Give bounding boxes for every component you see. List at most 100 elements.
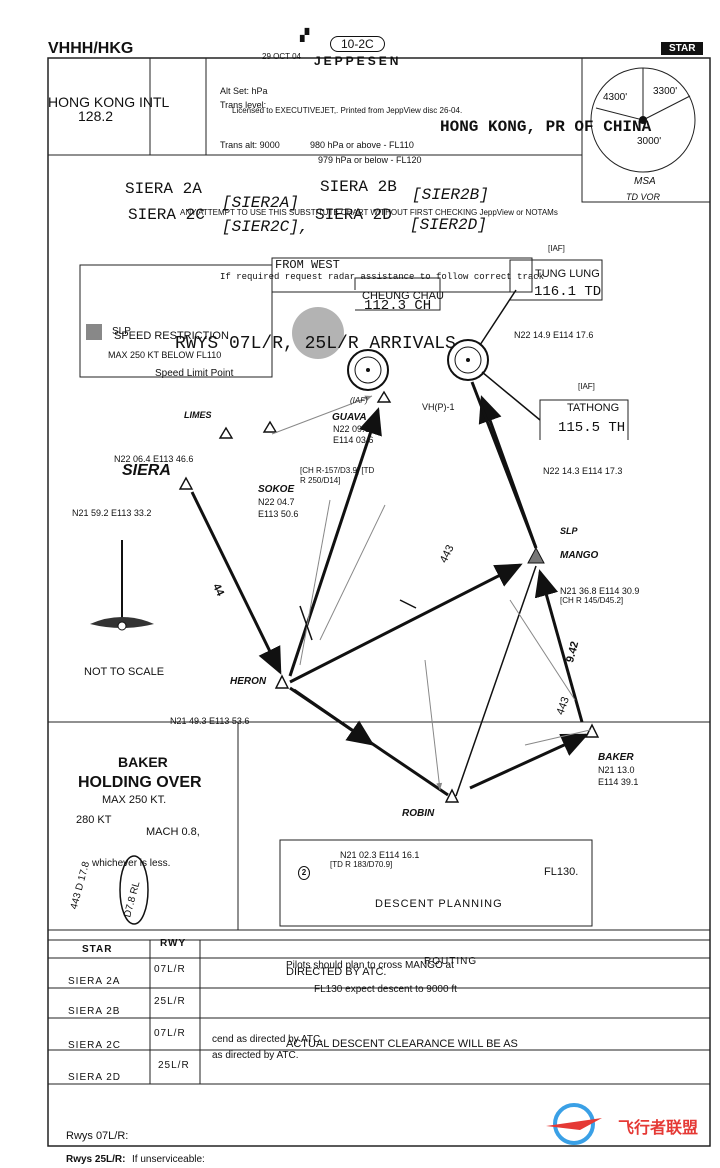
- msa-box: [581, 57, 711, 203]
- holding-kt: 280 KT: [76, 814, 112, 826]
- msa-sector-bottom: 3000': [637, 136, 662, 147]
- tathong-coord: N22 14.3 E114 17.3: [543, 466, 623, 476]
- table-row-rwy-1: 07L/R: [154, 964, 186, 975]
- holding-max: MAX 250 KT.: [102, 794, 167, 806]
- table-row-star-1: SIERA 2A: [68, 976, 121, 987]
- guava-label: GUAVA: [332, 412, 367, 423]
- col-routing: ROUTING: [424, 956, 478, 967]
- descent-note-number: 2: [298, 866, 310, 880]
- siera-coord: N22 06.4 E113 46.6: [114, 454, 194, 464]
- license-note: Licensed to EXECUTIVEJET,. Printed from …: [232, 106, 463, 115]
- watermark-logo-icon: [540, 1100, 610, 1146]
- procedure-code-1: [SIER2A]: [222, 194, 299, 212]
- col-rwy: RWY: [160, 938, 187, 949]
- north-arrow: [90, 540, 154, 631]
- descent-title: DESCENT PLANNING: [375, 898, 503, 910]
- procedure-code-2: [SIER2B]: [412, 186, 489, 204]
- speed-limit-point: Speed Limit Point: [155, 368, 234, 379]
- robin-ref: [TD R 183/D70.9]: [330, 860, 393, 869]
- holding-less: whichever is less.: [92, 858, 171, 869]
- descent-fl: FL130.: [544, 866, 579, 878]
- holding-title-2: HOLDING OVER: [78, 774, 202, 791]
- mango-label: MANGO: [560, 550, 599, 561]
- tung-lung-coord: N22 14.9 E114 17.6: [514, 330, 594, 340]
- msa-sector-top: 4300': [603, 92, 628, 103]
- chart-number: 10-2C: [330, 36, 385, 52]
- mango-slp: SLP: [560, 526, 578, 536]
- arrivals-title: RWYS 07L/R, 25L/R ARRIVALS: [175, 334, 456, 354]
- routing-text-2: Pilots should plan to cross MANGO at: [286, 960, 454, 971]
- tung-lung-vor: [447, 339, 489, 381]
- sokoe-label: SOKOE: [258, 484, 295, 495]
- tung-lung-label: TUNG LUNG: [535, 268, 600, 280]
- cheung-chau-label: CHEUNG CHAU: [362, 290, 444, 302]
- table-row-star-4: SIERA 2D: [68, 1072, 122, 1083]
- guava-coord: N22 09.6 E114 03.6: [333, 424, 374, 445]
- not-to-scale: NOT TO SCALE: [84, 666, 165, 678]
- holding-mach: MACH 0.8,: [146, 826, 200, 838]
- radar-request: If required request radar assistance to …: [220, 272, 545, 282]
- table-row-rwy-3: 07L/R: [154, 1028, 186, 1039]
- procedure-code-3: [SIER2C],: [222, 218, 309, 236]
- tathong-label: TATHONG: [567, 402, 620, 414]
- siera-label: SIERA: [122, 462, 171, 479]
- from-west: FROM WEST: [275, 258, 340, 272]
- cursor-highlight: [292, 307, 344, 359]
- table-row-rwy-2: 25L/R: [154, 996, 186, 1007]
- routing-text-1: DIRECTED BY ATC.: [286, 966, 387, 978]
- city-name: HONG KONG, PR OF CHINA: [440, 118, 652, 136]
- baker-coord: N21 13.0 E114 39.1: [598, 765, 639, 787]
- holding-title-1: BAKER: [118, 754, 168, 770]
- guava-iaf: (IAF): [350, 396, 368, 405]
- speed-restriction-title: SPEED RESTRICTION: [114, 330, 229, 342]
- footer-rwys-07: Rwys 07L/R:: [66, 1130, 129, 1142]
- airport-code: VHHH/HKG: [48, 40, 134, 57]
- frame: [47, 57, 711, 1147]
- footer-rwys-25: Rwys 25L/R:: [66, 1154, 126, 1165]
- procedure-name-1: SIERA 2A: [125, 180, 202, 198]
- heron-label: HERON: [230, 676, 267, 687]
- chart-date: 29 OCT 04: [262, 52, 301, 61]
- table-row-star-3: SIERA 2C: [68, 1040, 122, 1051]
- msa-sector-right: 3300': [653, 86, 678, 97]
- procedure-name-2: SIERA 2B: [320, 178, 397, 196]
- robin-coord: N21 02.3 E114 16.1: [340, 850, 420, 860]
- routing-text-6: as directed by ATC.: [212, 1050, 299, 1061]
- procedure-code-4: [SIER2D]: [410, 216, 487, 234]
- sokoe-coord: N22 04.7 E113 50.6: [258, 497, 299, 519]
- substitute-warning: ANY ATTEMPT TO USE THIS SUBSTITUTE CHART…: [180, 208, 558, 217]
- routing-text-5: cend as directed by ATC.: [212, 1034, 323, 1045]
- slp-sign: SLP: [112, 326, 131, 337]
- col-star: STAR: [82, 944, 113, 955]
- facility-name: HONG KONG INTL: [48, 94, 170, 110]
- jeppesen-logo-icon: ▞: [300, 28, 310, 42]
- routing-text-3: FL130 expect descent to 9000 ft: [314, 984, 457, 995]
- trans-alt: Trans alt: 9000: [220, 140, 280, 150]
- descent-box: [279, 839, 593, 927]
- watermark-text: 飞行者联盟: [618, 1120, 699, 1137]
- table-row-star-2: SIERA 2B: [68, 1006, 121, 1017]
- procedure-name-3: SIERA 2C: [128, 206, 205, 224]
- msa-reference: TD VOR: [626, 192, 661, 202]
- robin-label: ROBIN: [402, 808, 435, 819]
- limes-label: LIMES: [184, 410, 212, 420]
- level-below: 979 hPa or below - FL120: [318, 155, 422, 165]
- cheung-chau-vor: [347, 349, 389, 391]
- cheung-chau-freq: 112.3 CH: [364, 298, 432, 314]
- heron-coord: N21 49.3 E113 53.6: [170, 716, 250, 726]
- routing-text-4: ACTUAL DESCENT CLEARANCE WILL BE AS: [286, 1038, 518, 1050]
- sokoe-ref: [CH R-157/D3.9] [TD R 250/D14]: [300, 466, 375, 485]
- chart-type-badge: STAR: [661, 42, 704, 55]
- trans-level: Trans level:: [220, 100, 267, 110]
- level-above: 980 hPa or above - FL110: [310, 140, 414, 150]
- procedure-name-4: SIERA 2D: [315, 206, 392, 224]
- holding-pattern: [119, 855, 149, 925]
- speed-box: [79, 264, 273, 378]
- mango-ref: [CH R 145/D45.2]: [560, 596, 624, 605]
- tathong-freq: 115.5 TH: [558, 420, 626, 436]
- publisher: JEPPESEN: [314, 54, 402, 68]
- holding-box: [47, 721, 239, 931]
- alt-set: Alt Set: hPa: [220, 86, 268, 96]
- msa-label: MSA: [634, 176, 656, 187]
